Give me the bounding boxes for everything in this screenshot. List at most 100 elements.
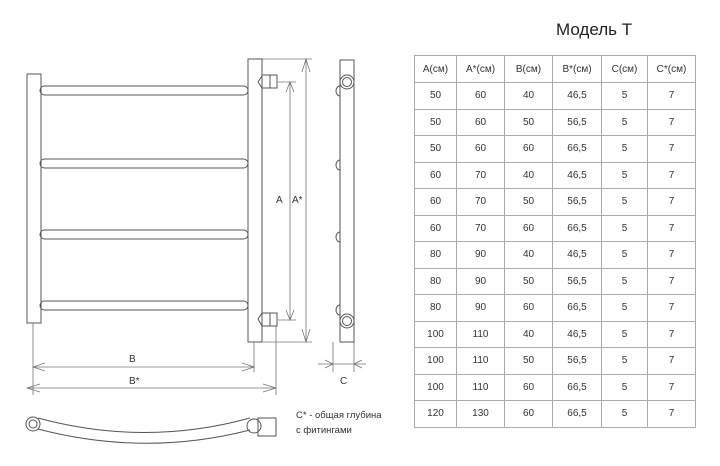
- side-view: [335, 59, 355, 343]
- dimension-label-a: A: [276, 195, 283, 206]
- table-cell: 50: [504, 267, 553, 295]
- depth-note-line2: с фитингами: [296, 425, 352, 436]
- depth-note-line1: C* - общая глубина: [296, 410, 382, 421]
- table-cell: 70: [456, 214, 505, 242]
- table-cell: 7: [647, 320, 696, 348]
- table-cell: 110: [456, 347, 505, 375]
- table-cell: 90: [456, 267, 505, 295]
- table-cell: 110: [456, 373, 505, 401]
- table-cell: 7: [647, 347, 696, 375]
- table-cell: 46,5: [552, 161, 602, 189]
- table-cell: 50: [504, 108, 553, 136]
- rail-bar: [39, 158, 249, 169]
- top-fitting: [257, 74, 278, 89]
- top-view: [25, 416, 277, 444]
- front-view: [26, 58, 278, 343]
- table-cell: 7: [647, 188, 696, 216]
- table-cell: 70: [456, 161, 505, 189]
- table-cell: 66,5: [552, 294, 602, 322]
- table-cell: 5: [601, 347, 648, 375]
- table-cell: 5: [601, 294, 648, 322]
- table-cell: 7: [647, 135, 696, 163]
- table-cell: 5: [601, 241, 648, 269]
- table-cell: 7: [647, 267, 696, 295]
- table-cell: 50: [414, 82, 457, 110]
- table-cell: 120: [414, 400, 457, 428]
- table-cell: 40: [504, 161, 553, 189]
- table-cell: 130: [456, 400, 505, 428]
- column-header: B(см): [504, 55, 553, 83]
- column-header: A*(см): [456, 55, 505, 83]
- table-cell: 46,5: [552, 241, 602, 269]
- right-post: [247, 58, 263, 343]
- dimension-label-c: C: [340, 376, 348, 387]
- table-cell: 80: [414, 294, 457, 322]
- table-cell: 7: [647, 241, 696, 269]
- rail-bar: [39, 229, 249, 240]
- table-cell: 5: [601, 214, 648, 242]
- column-header: B*(см): [552, 55, 602, 83]
- table-cell: 66,5: [552, 214, 602, 242]
- table-cell: 40: [504, 82, 553, 110]
- table-cell: 46,5: [552, 82, 602, 110]
- column-header: C*(см): [647, 55, 696, 83]
- table-cell: 60: [414, 214, 457, 242]
- table-cell: 7: [647, 400, 696, 428]
- table-cell: 60: [456, 82, 505, 110]
- dimension-label-b-star: B*: [129, 376, 140, 387]
- table-cell: 80: [414, 267, 457, 295]
- left-post: [26, 73, 42, 324]
- rail-bar: [39, 85, 249, 96]
- table-cell: 60: [414, 161, 457, 189]
- table-cell: 60: [504, 135, 553, 163]
- table-cell: 90: [456, 294, 505, 322]
- table-cell: 46,5: [552, 320, 602, 348]
- dimension-lines: [25, 57, 366, 395]
- table-cell: 60: [504, 214, 553, 242]
- table-cell: 7: [647, 82, 696, 110]
- bottom-fitting: [257, 312, 278, 327]
- table-cell: 60: [504, 294, 553, 322]
- table-cell: 60: [504, 373, 553, 401]
- table-cell: 60: [504, 400, 553, 428]
- table-cell: 50: [414, 108, 457, 136]
- model-title: Модель Т: [556, 20, 633, 39]
- table-cell: 5: [601, 400, 648, 428]
- table-cell: 40: [504, 320, 553, 348]
- table-cell: 5: [601, 373, 648, 401]
- rail-bar: [39, 300, 249, 311]
- table-cell: 110: [456, 320, 505, 348]
- table-cell: 56,5: [552, 188, 602, 216]
- table-cell: 5: [601, 135, 648, 163]
- table-cell: 56,5: [552, 347, 602, 375]
- table-cell: 5: [601, 108, 648, 136]
- table-cell: 100: [414, 373, 457, 401]
- table-cell: 90: [456, 241, 505, 269]
- table-cell: 7: [647, 294, 696, 322]
- dimension-label-a-star: A*: [292, 195, 303, 206]
- table-cell: 66,5: [552, 373, 602, 401]
- table-cell: 60: [414, 188, 457, 216]
- table-cell: 40: [504, 241, 553, 269]
- table-cell: 7: [647, 108, 696, 136]
- table-cell: 50: [414, 135, 457, 163]
- towel-rail-technical-drawing: [25, 57, 366, 444]
- table-cell: 7: [647, 161, 696, 189]
- table-cell: 80: [414, 241, 457, 269]
- table-cell: 56,5: [552, 108, 602, 136]
- table-cell: 60: [456, 108, 505, 136]
- table-cell: 5: [601, 82, 648, 110]
- table-cell: 100: [414, 320, 457, 348]
- table-cell: 70: [456, 188, 505, 216]
